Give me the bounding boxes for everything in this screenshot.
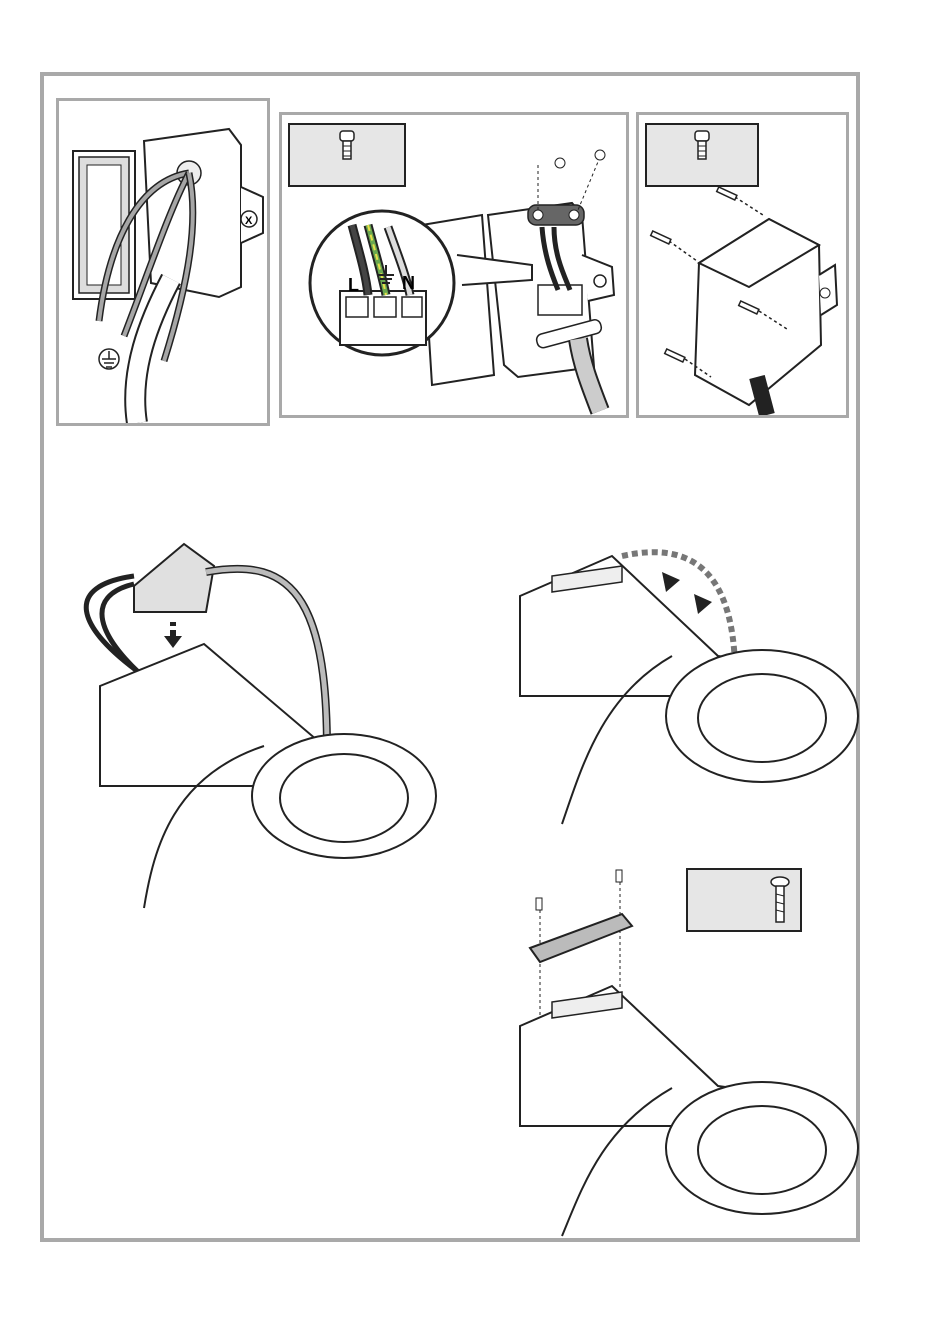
earth-symbol-icon	[99, 349, 119, 369]
cover-plate-illustration	[512, 868, 860, 1238]
arrow-down-icon	[662, 572, 712, 614]
wires-exit-illustration: X	[59, 101, 267, 423]
terminal-marker-label: X	[245, 215, 253, 227]
neutral-terminal-label: N	[402, 273, 415, 293]
panel-terminal-connection: L N	[279, 112, 629, 418]
arrow-down-icon	[164, 622, 182, 648]
cable-routing-illustration	[512, 536, 860, 826]
panel-close-box	[636, 112, 849, 418]
terminal-illustration: L N	[282, 115, 626, 415]
transformer-placement-illustration	[64, 536, 444, 916]
panel-wires-exit-box: X	[56, 98, 270, 426]
magnified-terminal-block: L N	[310, 211, 454, 355]
close-box-illustration	[639, 115, 846, 415]
line-terminal-label: L	[348, 275, 359, 295]
